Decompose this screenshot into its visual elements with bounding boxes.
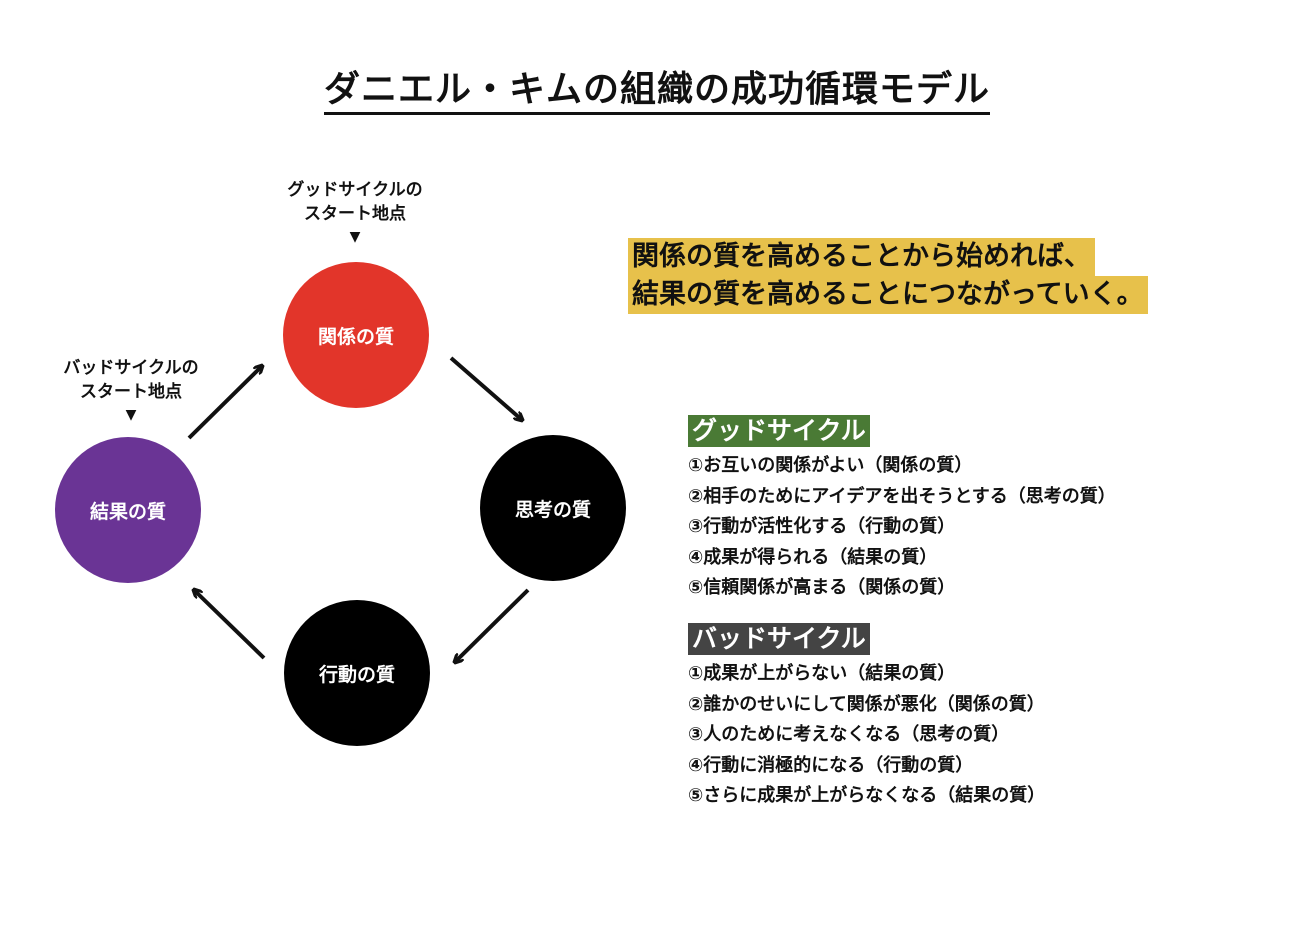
list-item: ①お互いの関係がよい（関係の質）	[688, 455, 973, 476]
key-message-line1: 関係の質を高めることから始めれば、	[628, 238, 1095, 276]
arrow-action-to-result	[194, 590, 266, 660]
node-action-label: 行動の質	[318, 663, 395, 686]
good-start-line2: スタート地点	[304, 204, 406, 224]
good-start-line1: グッドサイクルの	[287, 180, 423, 200]
title-wrap: ダニエル・キムの組織の成功循環モデル	[0, 60, 1314, 115]
bad-start-label: バッドサイクルの スタート地点 ▼	[46, 356, 216, 426]
arrow-result-to-relation	[187, 366, 262, 440]
down-triangle-icon: ▼	[125, 407, 137, 423]
node-thinking-label: 思考の質	[514, 498, 591, 521]
good-cycle-section: グッドサイクル ①お互いの関係がよい（関係の質） ②相手のためにアイデアを出そう…	[688, 415, 1116, 604]
list-item: ②相手のためにアイデアを出そうとする（思考の質）	[688, 485, 1116, 507]
page-title: ダニエル・キムの組織の成功循環モデル	[323, 69, 990, 115]
bad-cycle-heading: バッドサイクル	[688, 623, 870, 655]
node-result: 結果の質	[55, 437, 201, 583]
node-relation: 関係の質	[283, 262, 429, 408]
list-item: ③行動が活性化する（行動の質）	[688, 516, 956, 537]
key-message: 関係の質を高めることから始めれば、 結果の質を高めることにつながっていく。	[628, 238, 1148, 314]
arrow-thinking-to-action	[455, 588, 530, 662]
bad-start-line1: バッドサイクルの	[63, 358, 199, 378]
bad-cycle-list: ①成果が上がらない（結果の質） ②誰かのせいにして関係が悪化（関係の質） ③人の…	[688, 659, 1045, 812]
arrow-relation-to-thinking	[449, 356, 522, 420]
list-item: ⑤さらに成果が上がらなくなる（結果の質）	[688, 785, 1046, 806]
down-triangle-icon: ▼	[349, 229, 361, 245]
key-message-line2: 結果の質を高めることにつながっていく。	[628, 276, 1148, 314]
list-item: ④成果が得られる（結果の質）	[688, 546, 938, 568]
bad-start-line2: スタート地点	[80, 382, 182, 402]
node-thinking: 思考の質	[480, 435, 626, 581]
list-item: ①成果が上がらない（結果の質）	[688, 663, 956, 684]
node-relation-label: 関係の質	[317, 325, 394, 348]
list-item: ②誰かのせいにして関係が悪化（関係の質）	[688, 693, 1045, 715]
node-result-label: 結果の質	[89, 500, 166, 523]
list-item: ④行動に消極的になる（行動の質）	[688, 754, 974, 776]
list-item: ③人のために考えなくなる（思考の質）	[688, 724, 1010, 745]
good-cycle-heading: グッドサイクル	[688, 415, 870, 447]
good-start-label: グッドサイクルの スタート地点 ▼	[270, 178, 440, 248]
node-action: 行動の質	[284, 600, 430, 746]
good-cycle-list: ①お互いの関係がよい（関係の質） ②相手のためにアイデアを出そうとする（思考の質…	[688, 451, 1116, 604]
list-item: ⑤信頼関係が高まる（関係の質）	[688, 577, 956, 598]
bad-cycle-section: バッドサイクル ①成果が上がらない（結果の質） ②誰かのせいにして関係が悪化（関…	[688, 623, 1045, 812]
